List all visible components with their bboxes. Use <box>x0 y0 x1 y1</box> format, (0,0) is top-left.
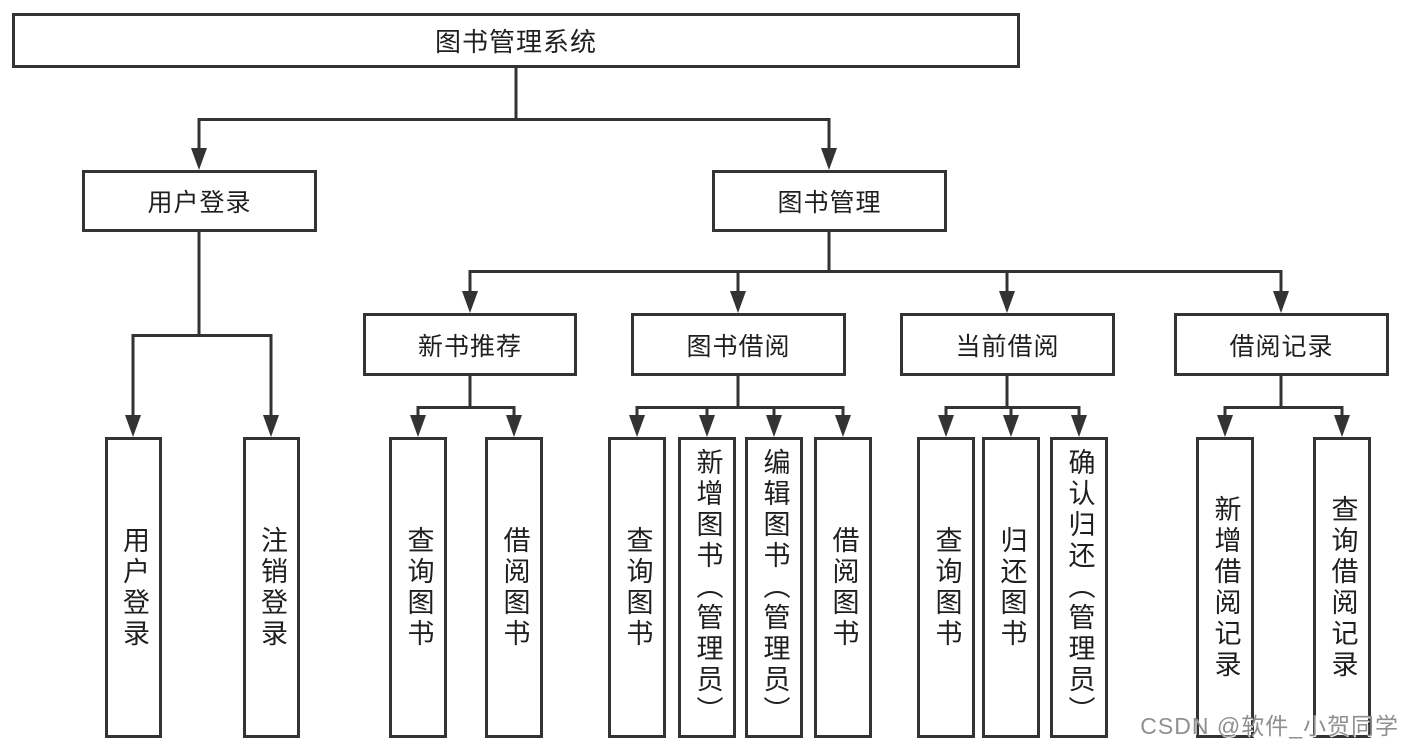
leaf-query-books-borrowing-label: 查询图书 <box>622 525 653 650</box>
leaf-confirm-return-admin: 确认归还（管理员） <box>1050 437 1108 738</box>
leaf-query-books-current-label: 查询图书 <box>931 525 962 650</box>
connector-user-login-branch <box>131 232 273 417</box>
leaf-logout-label: 注销登录 <box>257 525 287 650</box>
node-new-book-recommend: 新书推荐 <box>363 313 577 376</box>
arrowheads-user-login-leaves <box>125 415 279 437</box>
leaf-query-books-current: 查询图书 <box>917 437 975 738</box>
leaf-borrow-books-recommend: 借阅图书 <box>485 437 543 738</box>
leaf-edit-book-admin-label: 编辑图书（管理员） <box>759 448 790 727</box>
node-library-system: 图书管理系统 <box>12 13 1020 68</box>
leaf-query-books-recommend-label: 查询图书 <box>403 525 434 650</box>
leaf-add-book-admin: 新增图书（管理员） <box>678 437 736 738</box>
leaf-user-login-label: 用户登录 <box>119 525 149 650</box>
leaf-borrow-books-recommend-label: 借阅图书 <box>499 525 530 650</box>
connector-book-management-branch <box>468 232 1283 293</box>
connector-new-book-branch <box>416 376 516 419</box>
arrowheads-current-borrow-leaves <box>938 415 1087 437</box>
leaf-query-borrow-record: 查询借阅记录 <box>1313 437 1371 738</box>
arrowheads-new-book-leaves <box>410 415 522 437</box>
leaf-query-borrow-record-label: 查询借阅记录 <box>1327 494 1358 681</box>
arrowheads-borrow-record-leaves <box>1217 415 1350 437</box>
leaf-confirm-return-admin-label: 确认归还（管理员） <box>1064 448 1095 727</box>
leaf-edit-book-admin: 编辑图书（管理员） <box>745 437 803 738</box>
connector-root-to-level2 <box>197 68 831 150</box>
arrowheads-level2 <box>191 148 837 170</box>
leaf-add-book-admin-label: 新增图书（管理员） <box>692 448 723 727</box>
leaf-add-borrow-record-label: 新增借阅记录 <box>1210 494 1241 681</box>
leaf-query-books-borrowing: 查询图书 <box>608 437 666 738</box>
leaf-user-login: 用户登录 <box>105 437 162 738</box>
leaf-return-books-label: 归还图书 <box>996 525 1027 650</box>
node-book-borrowing: 图书借阅 <box>631 313 846 376</box>
node-current-borrowing: 当前借阅 <box>900 313 1115 376</box>
arrowheads-book-borrow-leaves <box>629 415 851 437</box>
leaf-return-books: 归还图书 <box>982 437 1040 738</box>
node-book-management-module: 图书管理 <box>712 170 947 232</box>
leaf-query-books-recommend: 查询图书 <box>389 437 447 738</box>
node-user-login-module: 用户登录 <box>82 170 317 232</box>
connector-book-borrow-branch <box>635 376 845 419</box>
leaf-borrow-books-borrowing-label: 借阅图书 <box>828 525 859 650</box>
leaf-add-borrow-record: 新增借阅记录 <box>1196 437 1254 738</box>
arrowheads-level3 <box>462 291 1289 313</box>
node-borrowing-records: 借阅记录 <box>1174 313 1389 376</box>
connector-current-borrow-branch <box>944 376 1081 419</box>
leaf-logout: 注销登录 <box>243 437 300 738</box>
connector-borrow-record-branch <box>1223 376 1344 419</box>
leaf-borrow-books-borrowing: 借阅图书 <box>814 437 872 738</box>
